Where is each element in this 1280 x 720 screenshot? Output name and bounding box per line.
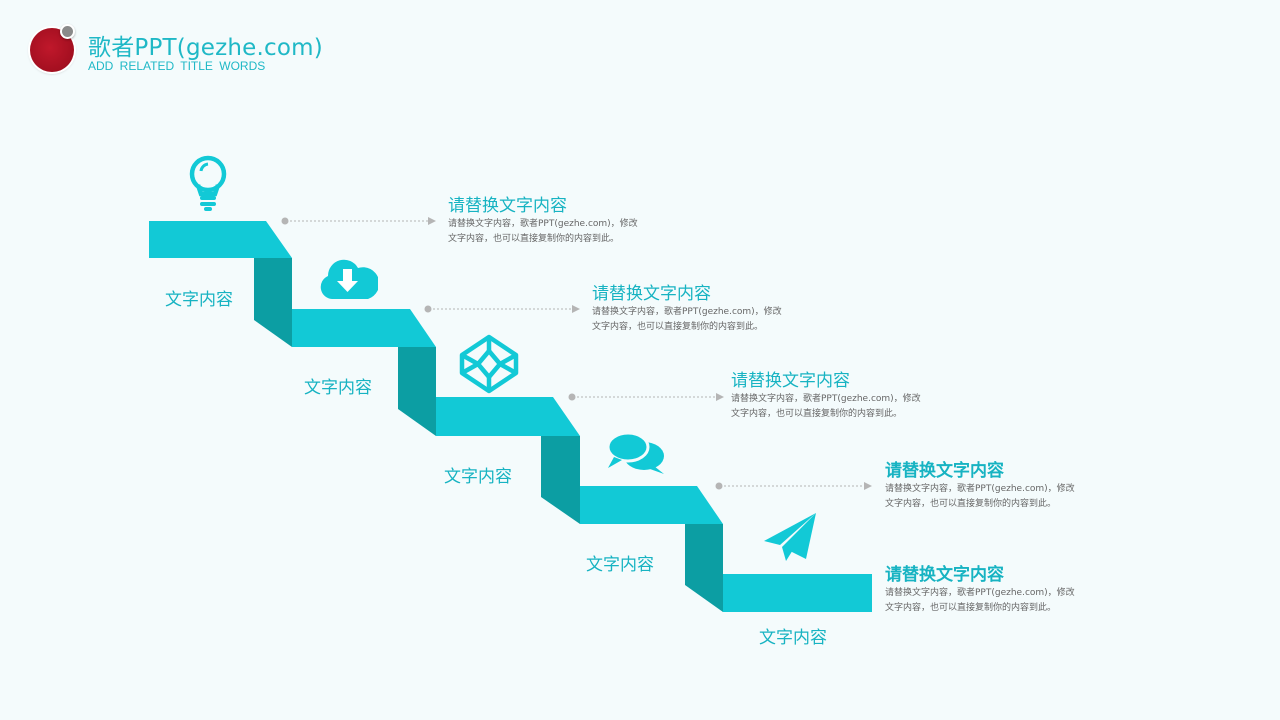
item-5-heading: 请替换文字内容 xyxy=(885,565,1004,585)
step-1 xyxy=(149,221,292,347)
logo-dot xyxy=(60,24,75,39)
cloud-download-icon xyxy=(320,259,378,299)
step-2-riser xyxy=(398,347,436,436)
step-1-tread xyxy=(149,221,292,258)
step-3-label: 文字内容 xyxy=(444,467,512,487)
item-5-body: 请替换文字内容，歌者PPT(gezhe.com)，修改 文字内容，也可以直接复制… xyxy=(885,586,1105,616)
item-4-body-line1: 请替换文字内容，歌者PPT(gezhe.com)，修改 xyxy=(885,484,1075,494)
chat-bubbles-icon xyxy=(606,431,664,474)
item-3-body-line2: 文字内容，也可以直接复制你的内容到此。 xyxy=(731,409,903,419)
item-1-body: 请替换文字内容，歌者PPT(gezhe.com)，修改 文字内容，也可以直接复制… xyxy=(448,217,668,247)
step-1-label: 文字内容 xyxy=(165,290,233,310)
item-1-body-line1: 请替换文字内容，歌者PPT(gezhe.com)，修改 xyxy=(448,219,638,229)
item-2-body-line1: 请替换文字内容，歌者PPT(gezhe.com)，修改 xyxy=(592,307,782,317)
step-5 xyxy=(723,574,872,612)
step-4-tread xyxy=(580,486,723,524)
logo xyxy=(30,24,78,74)
item-3-body: 请替换文字内容，歌者PPT(gezhe.com)，修改 文字内容，也可以直接复制… xyxy=(731,392,951,422)
step-1-riser xyxy=(254,258,292,347)
item-2-heading: 请替换文字内容 xyxy=(592,284,711,304)
step-2-label: 文字内容 xyxy=(304,378,372,398)
connector-2 xyxy=(424,305,580,313)
item-5-body-line2: 文字内容，也可以直接复制你的内容到此。 xyxy=(885,603,1057,613)
step-5-tread xyxy=(723,574,872,612)
lightbulb-icon xyxy=(189,155,227,211)
page-subtitle: ADD RELATED TITLE WORDS xyxy=(88,59,266,73)
page-title: 歌者PPT(gezhe.com) xyxy=(88,35,323,61)
paper-plane-icon xyxy=(764,513,816,561)
connector-4 xyxy=(715,482,872,490)
item-4-body-line2: 文字内容，也可以直接复制你的内容到此。 xyxy=(885,499,1057,509)
item-2-body-line2: 文字内容，也可以直接复制你的内容到此。 xyxy=(592,322,764,332)
connector-1 xyxy=(281,217,436,225)
step-4-riser xyxy=(685,524,723,612)
step-3-riser xyxy=(541,436,580,524)
step-2 xyxy=(292,309,436,436)
step-4 xyxy=(580,486,723,612)
item-4-heading: 请替换文字内容 xyxy=(885,461,1004,481)
step-5-label: 文字内容 xyxy=(759,628,827,648)
item-1-body-line2: 文字内容，也可以直接复制你的内容到此。 xyxy=(448,234,620,244)
item-4-body: 请替换文字内容，歌者PPT(gezhe.com)，修改 文字内容，也可以直接复制… xyxy=(885,482,1105,512)
step-2-tread xyxy=(292,309,436,347)
connector-3 xyxy=(568,393,724,401)
codepen-cube-icon xyxy=(459,334,519,394)
step-4-label: 文字内容 xyxy=(586,555,654,575)
step-3-tread xyxy=(436,397,580,436)
item-3-heading: 请替换文字内容 xyxy=(731,371,850,391)
item-5-body-line1: 请替换文字内容，歌者PPT(gezhe.com)，修改 xyxy=(885,588,1075,598)
item-3-body-line1: 请替换文字内容，歌者PPT(gezhe.com)，修改 xyxy=(731,394,921,404)
item-2-body: 请替换文字内容，歌者PPT(gezhe.com)，修改 文字内容，也可以直接复制… xyxy=(592,305,812,335)
step-3 xyxy=(436,397,580,524)
item-1-heading: 请替换文字内容 xyxy=(448,196,567,216)
